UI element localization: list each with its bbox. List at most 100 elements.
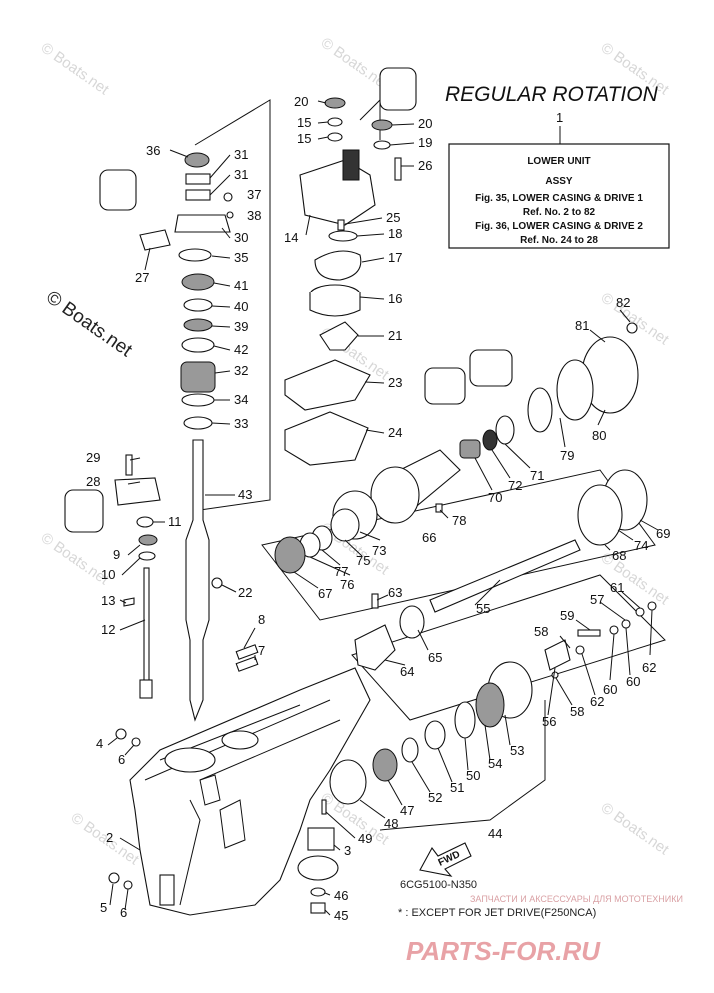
pin <box>211 577 223 589</box>
callout-label: 33 <box>234 416 248 431</box>
grommet <box>373 140 391 150</box>
shift-rod-parts <box>114 454 259 699</box>
forward-gear-group-outline <box>379 700 546 831</box>
callout-label: 55 <box>476 601 490 616</box>
callout-label: 16 <box>388 291 402 306</box>
callout-label: 75 <box>356 553 370 568</box>
shift-slider <box>544 639 571 671</box>
insert-cartridge-side <box>309 292 361 317</box>
callout-label: 24 <box>388 425 402 440</box>
info-line: Ref. No. 24 to 28 <box>520 235 598 246</box>
casing-bore <box>221 730 259 750</box>
callout-label: 14 <box>284 230 298 245</box>
needle-bearing <box>329 759 367 805</box>
callout-label: 8 <box>258 612 265 627</box>
callout-label: 49 <box>358 831 372 846</box>
thrust-washer <box>183 416 213 430</box>
brand-logo-text: PARTS-FOR.RU <box>406 936 601 966</box>
clutch-spring <box>399 605 425 639</box>
bearing-race <box>424 720 446 750</box>
needle-bearing <box>459 439 481 459</box>
callout-label: 80 <box>592 428 606 443</box>
forward-gear-parts <box>297 661 533 914</box>
callout-label: 20 <box>294 94 308 109</box>
propeller-shaft-parts <box>354 539 657 679</box>
info-line: Ref. No. 2 to 82 <box>523 207 596 218</box>
callout-label: 67 <box>318 586 332 601</box>
callout-label: 37 <box>247 187 261 202</box>
callout-label: 15 <box>297 131 311 146</box>
water-tube-socket <box>342 149 360 181</box>
collar <box>185 189 211 201</box>
callout-label: 45 <box>334 908 348 923</box>
fasteners <box>108 322 638 890</box>
ball <box>575 645 585 655</box>
callout-label: 52 <box>428 790 442 805</box>
watermark-text-dark: © Boats.net <box>42 287 136 362</box>
washer <box>123 880 133 890</box>
pinion <box>297 855 339 881</box>
callout-label: 15 <box>297 115 311 130</box>
ball <box>647 601 657 611</box>
watermark-text: © Boats.net <box>38 39 113 98</box>
callout-label: 81 <box>575 318 589 333</box>
shim <box>183 298 213 312</box>
detail-bubble <box>64 489 104 533</box>
callout-label: 53 <box>510 743 524 758</box>
callout-label: 60 <box>603 682 617 697</box>
callout-label: 32 <box>234 363 248 378</box>
bearing <box>556 359 594 421</box>
ball <box>635 607 645 617</box>
callout-label: 31 <box>234 147 248 162</box>
assembly-info-text: LOWER UNIT ASSY Fig. 35, LOWER CASING & … <box>475 156 643 246</box>
footnote: * : EXCEPT FOR JET DRIVE(F250NCA) <box>398 907 596 919</box>
shift-rod-cover <box>114 477 161 506</box>
callout-label: 12 <box>101 622 115 637</box>
callout-label: 6 <box>120 905 127 920</box>
info-line: Fig. 36, LOWER CASING & DRIVE 2 <box>475 221 643 232</box>
callout-label: 72 <box>508 478 522 493</box>
drive-shaft <box>185 439 210 722</box>
callout-label: 57 <box>590 592 604 607</box>
callout-label: 43 <box>238 487 252 502</box>
shift-group-outline <box>351 574 666 721</box>
callout-label: 38 <box>247 208 261 223</box>
callout-label: 3 <box>344 843 351 858</box>
lower-casing-body <box>129 667 371 916</box>
callout-label: 11 <box>168 514 182 529</box>
spring <box>621 619 631 629</box>
ball <box>551 671 559 679</box>
callout-label: 29 <box>86 450 100 465</box>
shift-plunger <box>577 629 601 637</box>
callout-label: 50 <box>466 768 480 783</box>
water-pump-housing <box>299 159 376 226</box>
pin <box>337 219 345 231</box>
pin <box>321 799 327 815</box>
callout-label: 63 <box>388 585 402 600</box>
fwd-arrow-shape <box>419 842 472 877</box>
callout-label: 4 <box>96 736 103 751</box>
oil-seal <box>495 415 515 445</box>
callout-label: 18 <box>388 226 402 241</box>
callout-labels: 36 31 31 37 38 30 27 35 41 40 39 42 32 3… <box>86 94 670 923</box>
callout-label: 5 <box>100 900 107 915</box>
spring <box>609 625 619 635</box>
washer <box>226 211 234 219</box>
callout-label: 74 <box>634 538 648 553</box>
callout-label: 20 <box>418 116 432 131</box>
key <box>235 644 259 660</box>
washer <box>310 887 326 897</box>
anode-plate <box>159 874 175 906</box>
info-line: Fig. 35, LOWER CASING & DRIVE 1 <box>475 193 643 204</box>
callout-label: 28 <box>86 474 100 489</box>
o-ring <box>138 551 156 561</box>
callout-label: 46 <box>334 888 348 903</box>
cross-pin <box>371 593 379 609</box>
callout-label: 41 <box>234 278 248 293</box>
taper-roller-bearing <box>475 682 505 728</box>
o-ring <box>527 387 553 433</box>
shim <box>183 318 213 332</box>
callout-label: 13 <box>101 593 115 608</box>
seal <box>327 132 343 142</box>
fwd-arrow: FWD <box>419 842 472 877</box>
